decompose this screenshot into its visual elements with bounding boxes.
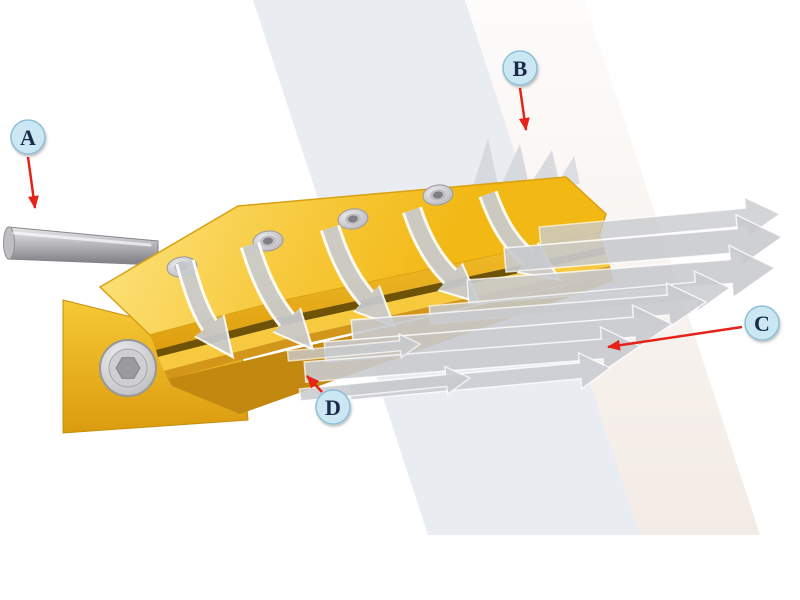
hex-bolt-socket <box>115 357 141 379</box>
callout-circle-a <box>10 119 46 155</box>
screw-socket <box>433 191 443 199</box>
background-band-warm <box>465 0 760 535</box>
hex-bolt <box>99 339 157 397</box>
pointer-arrow-d <box>306 375 323 393</box>
hex-socket-screw <box>422 184 454 206</box>
callout-circle-c <box>744 305 780 341</box>
pointer-arrow-c <box>607 325 743 351</box>
curved-airflow-arrow <box>319 224 397 329</box>
callout-label-d: D <box>325 395 341 420</box>
pointer-arrow-b <box>518 87 530 131</box>
pipe-highlight <box>12 231 152 247</box>
callout-b: B <box>502 50 538 86</box>
curved-airflow-arrow <box>402 206 482 305</box>
callout-c: C <box>744 305 780 341</box>
output-airflow-arrow <box>350 281 708 341</box>
output-airflow-arrow <box>303 325 642 383</box>
screw-socket <box>263 237 273 245</box>
pipe-body <box>7 226 159 266</box>
output-airflow-arrow <box>286 332 422 362</box>
callouts: A B C D <box>10 50 780 425</box>
hex-socket-screw <box>337 208 369 230</box>
callout-d: D <box>315 389 351 425</box>
pipe-end-cap <box>3 226 15 260</box>
air-wisp <box>470 138 500 196</box>
callout-pointers <box>26 87 743 393</box>
curved-airflow-arrow <box>175 259 235 360</box>
callout-label-a: A <box>20 125 36 150</box>
callout-label-c: C <box>754 311 770 336</box>
curved-airflow-arrow <box>239 241 315 352</box>
callout-a: A <box>10 119 46 155</box>
callout-label-b: B <box>513 56 528 81</box>
callout-circle-d <box>315 389 351 425</box>
screw-socket <box>348 215 358 223</box>
air-wisp <box>498 144 530 192</box>
callout-circle-b <box>502 50 538 86</box>
air-supply-pipe <box>3 226 159 266</box>
output-airflow-arrows <box>286 195 784 402</box>
pointer-arrow-a <box>26 156 39 209</box>
output-airflow-arrow <box>466 244 777 305</box>
